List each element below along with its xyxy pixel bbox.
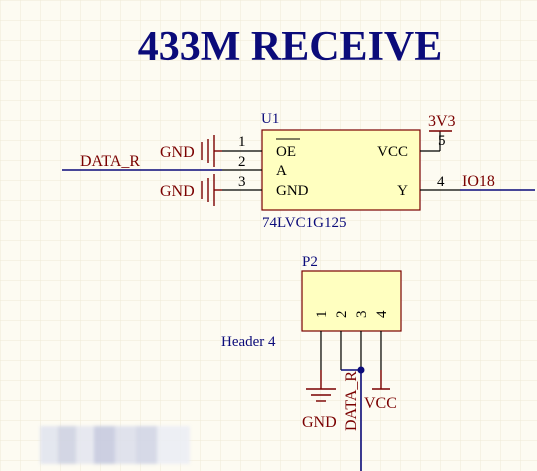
gnd-label-pin1: GND <box>160 144 195 161</box>
u1-pin4-number: 4 <box>437 174 445 190</box>
p2-comment: Header 4 <box>221 334 276 350</box>
u1-pin5-number: 5 <box>438 133 446 149</box>
vcc-symbol-p2[interactable] <box>372 370 390 390</box>
sheet-title: 433M RECEIVE <box>138 24 443 70</box>
net-label-data-r: DATA_R <box>80 153 140 170</box>
net-label-p2-data-r: DATA_R <box>343 371 360 431</box>
u1-pin-a-label: A <box>276 163 287 179</box>
u1-part-number: 74LVC1G125 <box>262 215 346 231</box>
vcc-label-p2: VCC <box>364 395 397 412</box>
net-label-io18: IO18 <box>462 173 495 190</box>
u1-pin-gnd-label: GND <box>276 183 309 199</box>
p2-pin1-number: 1 <box>314 311 330 319</box>
u1-pin-oe-label: OE <box>276 144 296 160</box>
u1-component[interactable]: U1 74LVC1G125 OE A GND VCC Y 1 2 3 4 5 <box>222 111 460 231</box>
u1-pin2-number: 2 <box>238 154 246 170</box>
u1-pin1-number: 1 <box>238 134 246 150</box>
gnd-symbol-pin3[interactable] <box>201 174 222 206</box>
blurred-watermark <box>40 426 190 464</box>
gnd-label-pin3: GND <box>160 183 195 200</box>
p2-component[interactable]: P2 1 2 3 4 <box>301 254 402 370</box>
gnd-symbol-pin1[interactable] <box>201 135 222 167</box>
u1-body[interactable] <box>261 129 421 211</box>
p2-designator: P2 <box>302 254 318 270</box>
p2-body[interactable] <box>301 270 402 332</box>
u1-pin-vcc-label: VCC <box>377 144 408 160</box>
p2-pin3-number: 3 <box>354 311 370 319</box>
power-port-3v3[interactable]: 3V3 <box>428 113 456 132</box>
gnd-label-p2: GND <box>302 414 337 431</box>
u1-pin-y-label: Y <box>397 183 408 199</box>
p2-pin2-number: 2 <box>334 311 350 319</box>
u1-designator: U1 <box>261 111 279 127</box>
gnd-symbol-p2[interactable] <box>306 370 336 402</box>
junction-dot <box>357 366 365 374</box>
u1-pin3-number: 3 <box>238 174 246 190</box>
power-3v3-label: 3V3 <box>428 113 456 130</box>
p2-pin4-number: 4 <box>374 310 390 318</box>
